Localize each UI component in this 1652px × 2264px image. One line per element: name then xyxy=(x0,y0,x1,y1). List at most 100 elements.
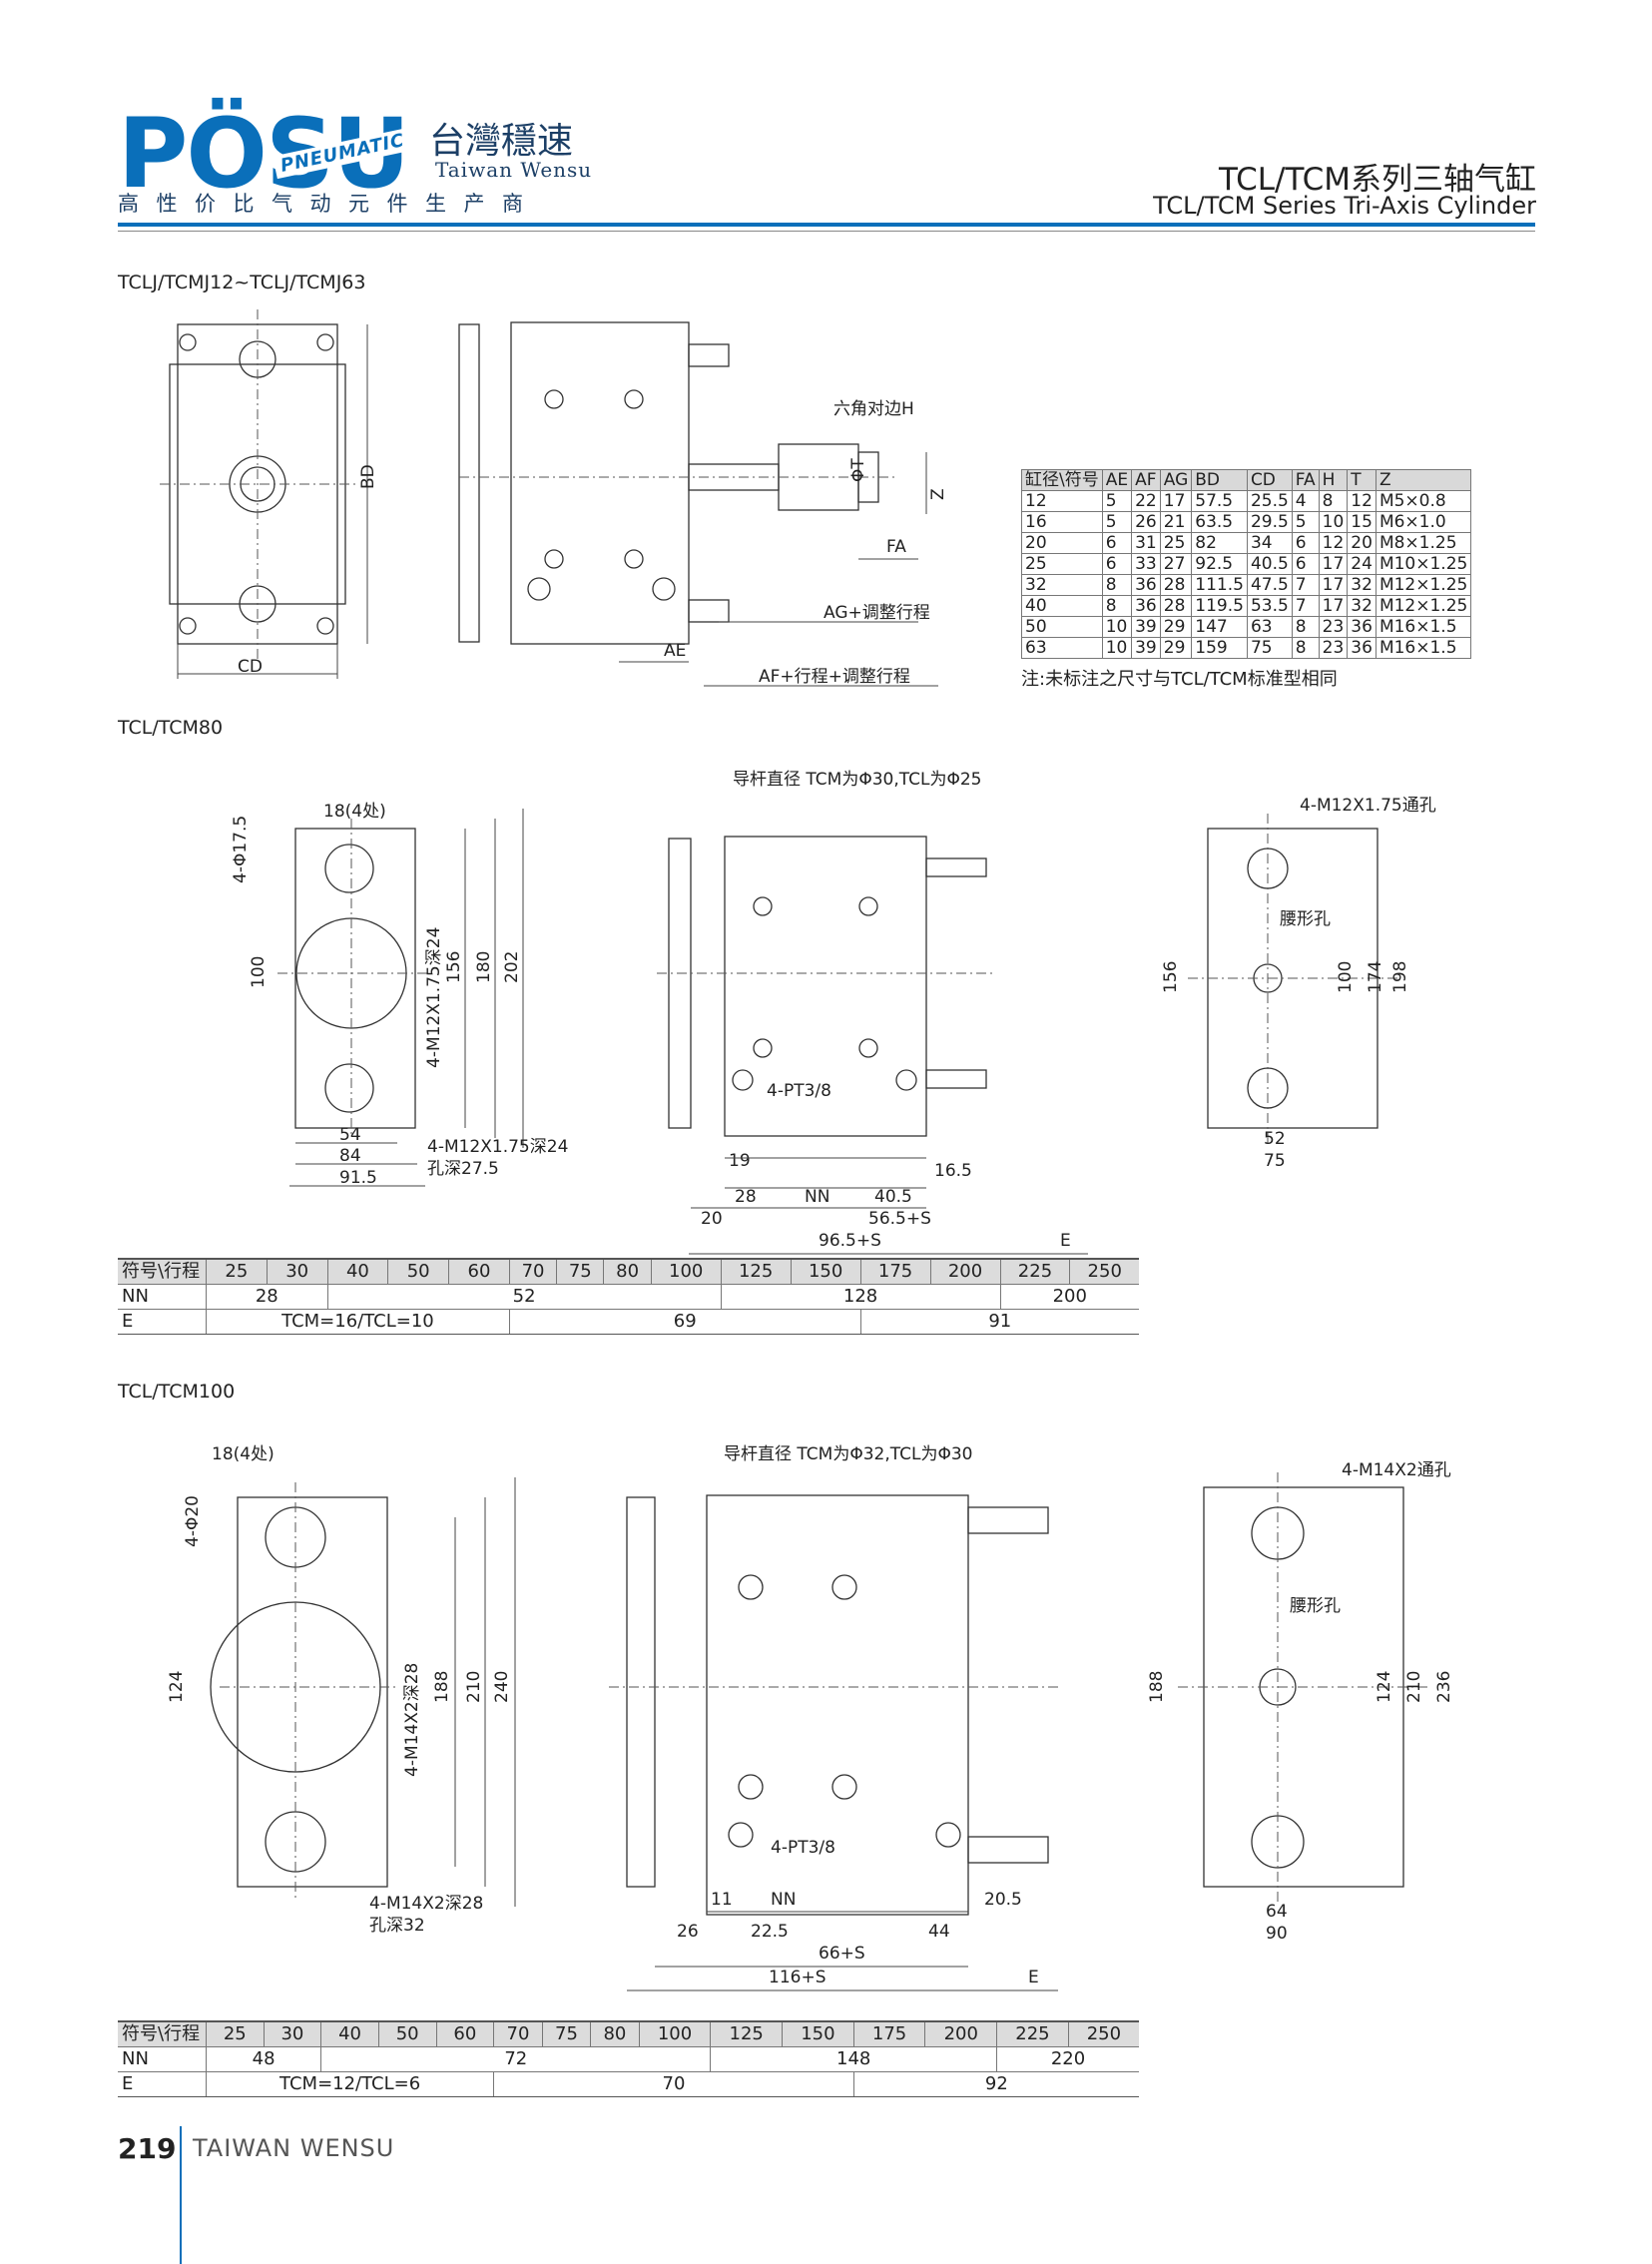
spec-cell: 20 xyxy=(1021,532,1103,554)
spec-cell: 25 xyxy=(1021,553,1103,575)
stroke-header-cell: 75 xyxy=(541,2020,591,2047)
dim-100-66: 66+S xyxy=(819,1944,865,1964)
dim-100-205: 20.5 xyxy=(984,1890,1022,1910)
spec-cell: 50 xyxy=(1021,616,1103,638)
dim-80-565: 56.5+S xyxy=(868,1210,931,1229)
dim-100-r210: 210 xyxy=(1404,1671,1424,1703)
stroke-header-cell: 175 xyxy=(852,2020,925,2047)
stroke-cell: E xyxy=(118,1309,207,1335)
stroke-header-cell: 50 xyxy=(377,2020,436,2047)
dim-80-965: 96.5+S xyxy=(819,1231,881,1251)
spec-cell: 147 xyxy=(1191,616,1248,638)
stroke-header-cell: 75 xyxy=(556,1258,604,1285)
brand-slogan: 高性价比气动元件生产商 xyxy=(118,192,541,216)
spec-cell: M16×1.5 xyxy=(1375,637,1472,659)
spec-cell: 36 xyxy=(1347,616,1377,638)
dim-100-thread: 4-M14X2深28 xyxy=(369,1894,483,1914)
spec-cell: 6 xyxy=(1291,532,1320,554)
dim-100-124: 124 xyxy=(167,1671,187,1703)
tcm80-front-body xyxy=(294,828,416,1129)
page-title-cn: TCL/TCM系列三轴气缸 xyxy=(1219,162,1536,198)
dim-100-guide: 导杆直径 TCM为Φ32,TCL为Φ30 xyxy=(724,1444,973,1464)
dim-80-915: 91.5 xyxy=(339,1168,377,1188)
stroke-cell: 69 xyxy=(508,1309,861,1335)
spec-cell: 53.5 xyxy=(1246,595,1293,617)
tcm100-side-body xyxy=(706,1494,969,1916)
dim-bd: BD xyxy=(358,464,378,489)
stroke-cell: 148 xyxy=(710,2046,997,2072)
dim-80-r100: 100 xyxy=(1336,961,1356,993)
label-fa: FA xyxy=(886,537,906,557)
stroke-cell: TCM=12/TCL=6 xyxy=(205,2071,494,2097)
dim-100-r188: 188 xyxy=(1147,1671,1167,1703)
spec-cell: 25.5 xyxy=(1246,490,1293,512)
spec-cell: 92.5 xyxy=(1191,553,1248,575)
section-title-tcm100: TCL/TCM100 xyxy=(118,1381,236,1403)
spec-cell: M12×1.25 xyxy=(1375,574,1472,596)
dim-80-pt: 4-PT3/8 xyxy=(767,1081,831,1101)
spec-cell: 36 xyxy=(1131,595,1161,617)
spec-header-cell: AG xyxy=(1159,469,1193,491)
stroke-cell: 52 xyxy=(326,1284,722,1310)
spec-cell: 5 xyxy=(1291,511,1320,533)
spec-cell: 63.5 xyxy=(1191,511,1248,533)
label-ae: AE xyxy=(664,641,686,661)
stroke-header-cell: 80 xyxy=(590,2020,640,2047)
section-title-tcm80: TCL/TCM80 xyxy=(118,717,224,739)
spec-cell: M16×1.5 xyxy=(1375,616,1472,638)
stroke-cell: 92 xyxy=(852,2071,1139,2097)
stroke-header-cell: 125 xyxy=(720,1258,792,1285)
spec-header-cell: Z xyxy=(1375,469,1472,491)
stroke-header-cell: 50 xyxy=(387,1258,449,1285)
dim-100-18: 18(4处) xyxy=(212,1444,275,1464)
spec-cell: 5 xyxy=(1101,490,1133,512)
tcm100-plate xyxy=(626,1496,656,1888)
spec-header-cell: T xyxy=(1347,469,1377,491)
stroke-header-cell: 100 xyxy=(638,2020,711,2047)
spec-header-cell: BD xyxy=(1191,469,1248,491)
stroke-cell: NN xyxy=(118,1284,207,1310)
page-title-en: TCL/TCM Series Tri-Axis Cylinder xyxy=(1153,192,1536,220)
dim-100-r64: 64 xyxy=(1266,1902,1288,1922)
dim-80-405: 40.5 xyxy=(874,1187,912,1207)
spec-cell: 4 xyxy=(1291,490,1320,512)
dim-80-guide: 导杆直径 TCM为Φ30,TCL为Φ25 xyxy=(733,770,982,790)
spec-cell: 8 xyxy=(1101,574,1133,596)
stroke-header-cell: 225 xyxy=(999,1258,1070,1285)
dim-100-225: 22.5 xyxy=(751,1922,789,1942)
dim-80-m12: 4-M12X1.75深24 xyxy=(424,927,444,1068)
label-hex: 六角对边H xyxy=(833,399,914,419)
side-plate xyxy=(458,323,480,643)
stroke-header-cell: 70 xyxy=(508,1258,557,1285)
stroke-header-cell: 175 xyxy=(859,1258,931,1285)
dim-100-44: 44 xyxy=(928,1922,950,1942)
stroke-header-cell: 200 xyxy=(924,2020,997,2047)
dim-80-100: 100 xyxy=(249,956,269,988)
dim-80-r198: 198 xyxy=(1390,961,1410,993)
spec-cell: 28 xyxy=(1159,574,1193,596)
label-ag: AG+调整行程 xyxy=(824,603,930,623)
spec-cell: 36 xyxy=(1131,574,1161,596)
stroke-header-cell: 30 xyxy=(266,1258,328,1285)
stroke-header-cell: 70 xyxy=(493,2020,543,2047)
stroke-header-cell: 25 xyxy=(206,1258,268,1285)
tcm100-front-body xyxy=(237,1496,388,1888)
spec-cell: 7 xyxy=(1291,574,1320,596)
spec-cell: 8 xyxy=(1318,490,1349,512)
dim-80-thread: 4-M12X1.75深24 xyxy=(427,1137,568,1157)
dim-100-e: E xyxy=(1028,1968,1039,1987)
spec-cell: 12 xyxy=(1347,490,1377,512)
guide-hole-bottom xyxy=(239,585,276,623)
spec-cell: 17 xyxy=(1318,553,1349,575)
dim-100-pt: 4-PT3/8 xyxy=(771,1838,835,1858)
drawing-tcm80-rear: 4-M12X1.75通孔 腰形孔 156 100 174 198 52 75 xyxy=(1161,796,1436,1168)
spec-cell: M6×1.0 xyxy=(1375,511,1472,533)
spec-cell: 63 xyxy=(1021,637,1103,659)
dim-100-11: 11 xyxy=(711,1890,733,1910)
stroke-cell: 200 xyxy=(999,1284,1139,1310)
spec-cell: 32 xyxy=(1347,595,1377,617)
